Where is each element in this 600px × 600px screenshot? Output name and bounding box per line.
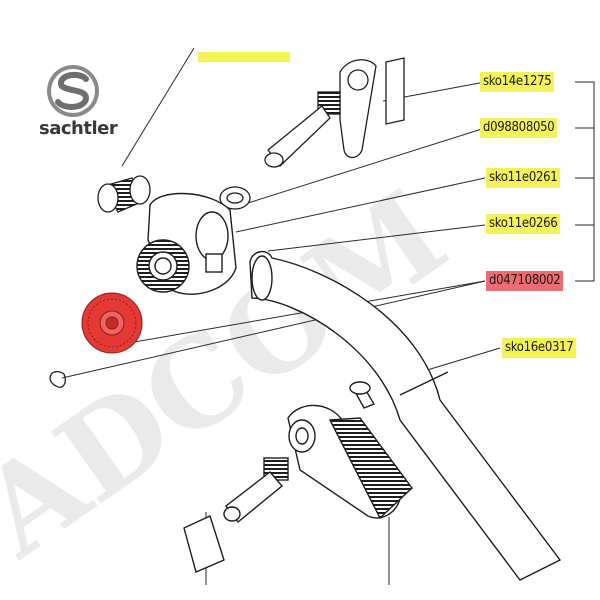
bracket (575, 81, 595, 282)
gear-housing-part (136, 192, 237, 295)
circlip-part (49, 371, 66, 388)
lower-clamp-part (183, 381, 413, 573)
top-highlight-mark (198, 52, 290, 62)
bevel-gear-part (81, 292, 143, 354)
part-label-sko14e1275[interactable]: sko14e1275 (480, 72, 555, 92)
upper-handle-part (264, 57, 405, 168)
brand-name: sachtler (39, 118, 118, 139)
washer-part (219, 186, 251, 210)
part-label-sko11e0261[interactable]: sko11e0261 (486, 168, 561, 188)
part-label-sko11e0266[interactable]: sko11e0266 (486, 214, 561, 234)
part-label-sko16e0317[interactable]: sko16e0317 (502, 338, 577, 358)
part-label-d047108002[interactable]: d047108002 (486, 271, 564, 291)
s-swoosh-logo (47, 65, 99, 117)
part-label-d098808050[interactable]: d098808050 (480, 118, 558, 138)
threaded-plug-part (97, 175, 151, 213)
tube-part (249, 251, 562, 581)
